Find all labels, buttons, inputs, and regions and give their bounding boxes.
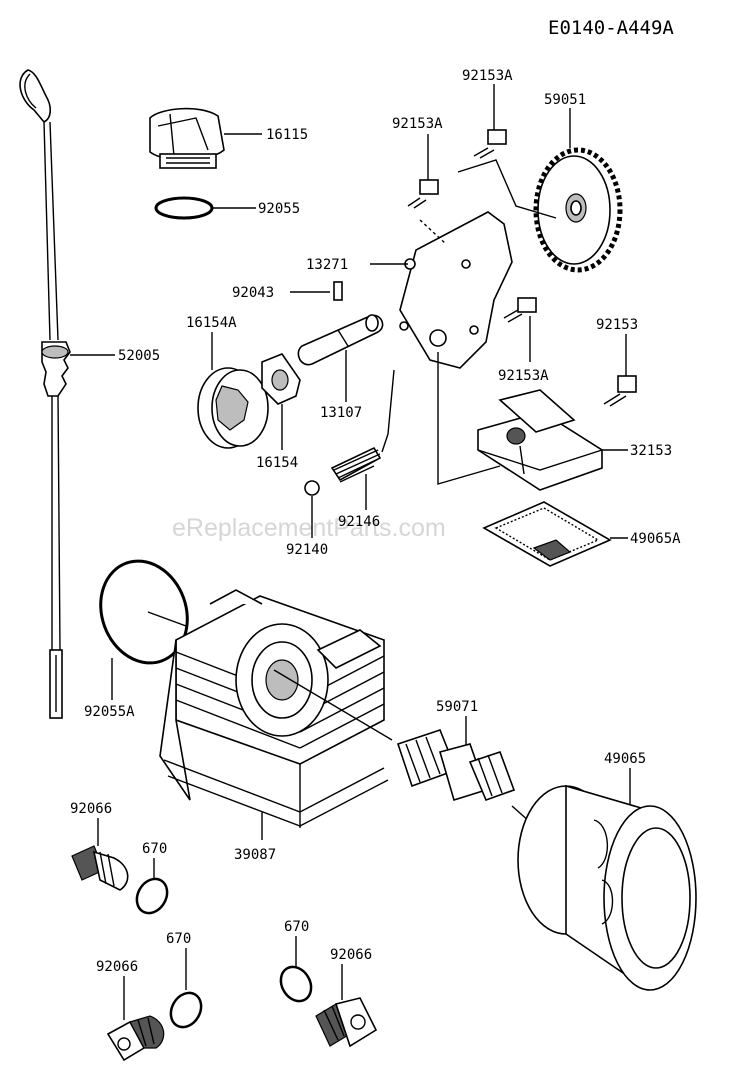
- pin-92043: [333, 281, 343, 301]
- valve-body-32153: [477, 389, 603, 491]
- label-39087: 39087: [234, 847, 276, 863]
- label-92055: 92055: [258, 201, 300, 217]
- o-ring-670-c: [279, 965, 313, 1003]
- label-92153A-top: 92153A: [462, 68, 513, 84]
- oil-filler-cap: [149, 107, 225, 169]
- watermark: eReplacementParts.com: [172, 514, 446, 542]
- pump-plate-13271: [399, 211, 513, 369]
- oil-cooler-39087: [159, 589, 389, 828]
- o-ring-92055A: [99, 559, 189, 665]
- label-92055A: 92055A: [84, 704, 135, 720]
- o-ring-670-b: [169, 991, 203, 1029]
- o-ring-92055: [154, 196, 214, 220]
- label-59071: 59071: [436, 699, 478, 715]
- label-670-b: 670: [166, 931, 191, 947]
- shaft-13107: [297, 314, 384, 366]
- label-13271: 13271: [306, 257, 348, 273]
- rotor-16154A: [197, 367, 269, 449]
- gear-59051: [533, 147, 623, 273]
- label-670-a: 670: [142, 841, 167, 857]
- bolt-92153A-right: [503, 297, 537, 323]
- label-16115: 16115: [266, 127, 308, 143]
- label-92146: 92146: [338, 514, 380, 530]
- label-16154A: 16154A: [186, 315, 237, 331]
- label-92066-c: 92066: [330, 947, 372, 963]
- label-52005: 52005: [118, 348, 160, 364]
- bolt-92153: [603, 375, 637, 407]
- fitting-59071: [396, 729, 516, 802]
- oil-filter-49065: [517, 784, 697, 991]
- label-92153: 92153: [596, 317, 638, 333]
- label-92043: 92043: [232, 285, 274, 301]
- label-92153A-left: 92153A: [392, 116, 443, 132]
- dipstick: [19, 69, 71, 719]
- label-32153: 32153: [630, 443, 672, 459]
- bolt-92153A-left: [407, 179, 439, 209]
- diagram-code: E0140-A449A: [548, 17, 674, 39]
- label-92153A-right: 92153A: [498, 368, 549, 384]
- screen-49065A: [482, 501, 612, 567]
- label-670-c: 670: [284, 919, 309, 935]
- inner-rotor-16154: [261, 353, 301, 405]
- drain-plug-92066-b: [106, 1015, 165, 1062]
- label-92140: 92140: [286, 542, 328, 558]
- spring-92146: [330, 446, 382, 483]
- label-13107: 13107: [320, 405, 362, 421]
- label-59051: 59051: [544, 92, 586, 108]
- drain-plug-92066-c: [315, 997, 378, 1048]
- o-ring-670-a: [135, 877, 169, 915]
- label-49065: 49065: [604, 751, 646, 767]
- label-16154: 16154: [256, 455, 298, 471]
- drain-plug-92066-a: [71, 845, 129, 891]
- label-92066-a: 92066: [70, 801, 112, 817]
- label-92066-b: 92066: [96, 959, 138, 975]
- label-49065A: 49065A: [630, 531, 681, 547]
- bolt-92153A-top: [473, 129, 507, 159]
- ball-92140: [304, 480, 320, 496]
